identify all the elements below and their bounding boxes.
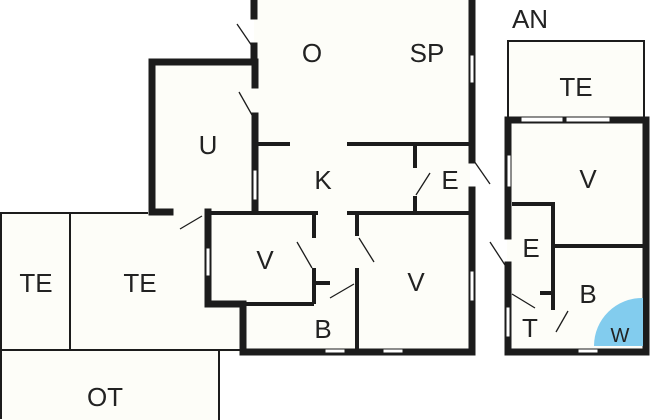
room-label-b-main: B bbox=[314, 314, 332, 344]
walls-interior bbox=[208, 142, 470, 352]
walls-annex-interior bbox=[512, 202, 643, 310]
room-label-te-annex: TE bbox=[559, 72, 593, 102]
room-label-w: W bbox=[610, 325, 630, 347]
door-swings bbox=[179, 23, 569, 333]
room-label-v-right: V bbox=[407, 267, 425, 297]
water-quarter-circle bbox=[593, 297, 643, 346]
room-label-b-annex: B bbox=[579, 279, 597, 309]
room-label-v-annex: V bbox=[579, 164, 597, 194]
windows bbox=[205, 54, 611, 354]
room-label-e-main: E bbox=[441, 165, 459, 195]
room-label-v-left: V bbox=[256, 245, 274, 275]
room-label-ot: OT bbox=[86, 382, 124, 412]
room-label-u: U bbox=[198, 130, 218, 160]
room-label-t: T bbox=[522, 313, 538, 343]
room-label-k: K bbox=[314, 165, 332, 195]
room-label-e-annex: E bbox=[522, 233, 540, 263]
room-label-an: AN bbox=[511, 4, 549, 34]
terrace-outlines bbox=[0, 40, 645, 420]
room-label-te-left: TE bbox=[19, 268, 53, 298]
room-label-o: O bbox=[301, 38, 323, 68]
room-label-te-mid: TE bbox=[123, 268, 157, 298]
room-label-sp: SP bbox=[409, 38, 445, 68]
